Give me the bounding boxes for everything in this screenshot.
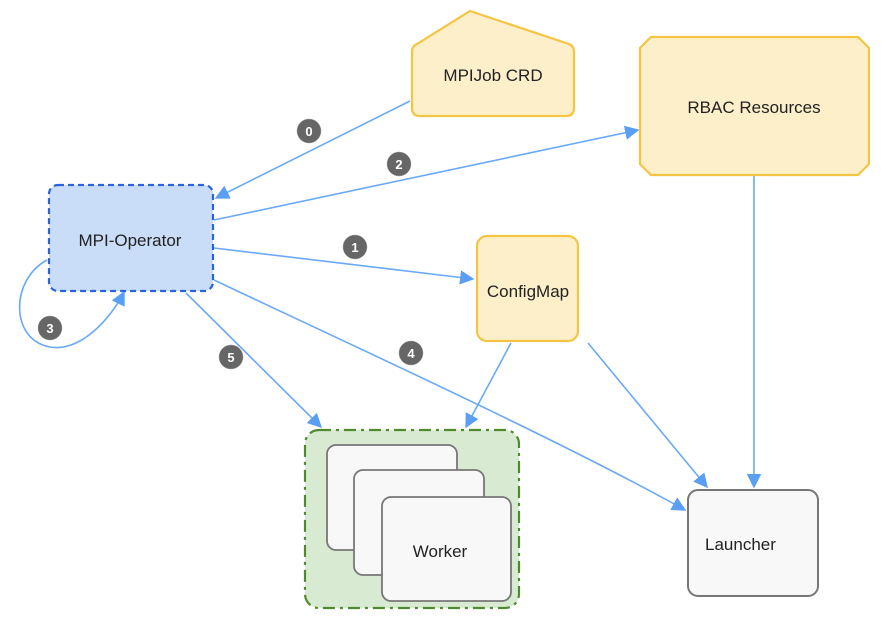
node-worker-group[interactable]: Worker xyxy=(303,428,521,610)
node-launcher[interactable]: Launcher xyxy=(687,489,819,597)
node-rbac-resources-label: RBAC Resources xyxy=(687,98,820,117)
step-badge-0: 0 xyxy=(296,118,322,144)
step-badge-2-label: 2 xyxy=(395,157,402,172)
node-configmap-label: ConfigMap xyxy=(487,282,569,301)
node-mpi-operator-label: MPI-Operator xyxy=(79,231,182,250)
edge-crd-to-operator[interactable] xyxy=(214,100,411,199)
node-mpijob-crd-label: MPIJob CRD xyxy=(443,66,542,85)
step-badge-1: 1 xyxy=(342,234,368,260)
step-badge-3-label: 3 xyxy=(46,321,53,336)
step-badge-0-label: 0 xyxy=(305,124,312,139)
edge-operator-to-configmap[interactable] xyxy=(213,247,475,285)
step-badge-3: 3 xyxy=(37,315,63,341)
node-launcher-label: Launcher xyxy=(705,535,776,554)
edge-operator-to-rbac[interactable] xyxy=(213,125,640,221)
edge-operator-to-worker[interactable] xyxy=(185,292,323,429)
edge-configmap-to-worker[interactable] xyxy=(465,342,512,429)
worker-pod-front xyxy=(381,496,512,602)
step-badge-5-label: 5 xyxy=(227,350,234,365)
step-badge-2: 2 xyxy=(386,151,412,177)
edges xyxy=(18,100,762,511)
step-badge-1-label: 1 xyxy=(351,240,358,255)
edge-operator-to-launcher[interactable] xyxy=(213,279,687,511)
edge-configmap-to-launcher[interactable] xyxy=(587,342,708,489)
step-badge-4: 4 xyxy=(398,340,424,366)
node-configmap[interactable]: ConfigMap xyxy=(475,234,580,343)
node-worker-label: Worker xyxy=(413,542,468,561)
step-badge-5: 5 xyxy=(218,344,244,370)
step-badge-4-label: 4 xyxy=(407,346,415,361)
node-mpi-operator[interactable]: MPI-Operator xyxy=(47,183,215,293)
edge-operator-self-loop[interactable] xyxy=(18,259,125,349)
node-mpijob-crd[interactable]: MPIJob CRD xyxy=(410,9,576,118)
node-rbac-resources[interactable]: RBAC Resources xyxy=(638,35,871,177)
